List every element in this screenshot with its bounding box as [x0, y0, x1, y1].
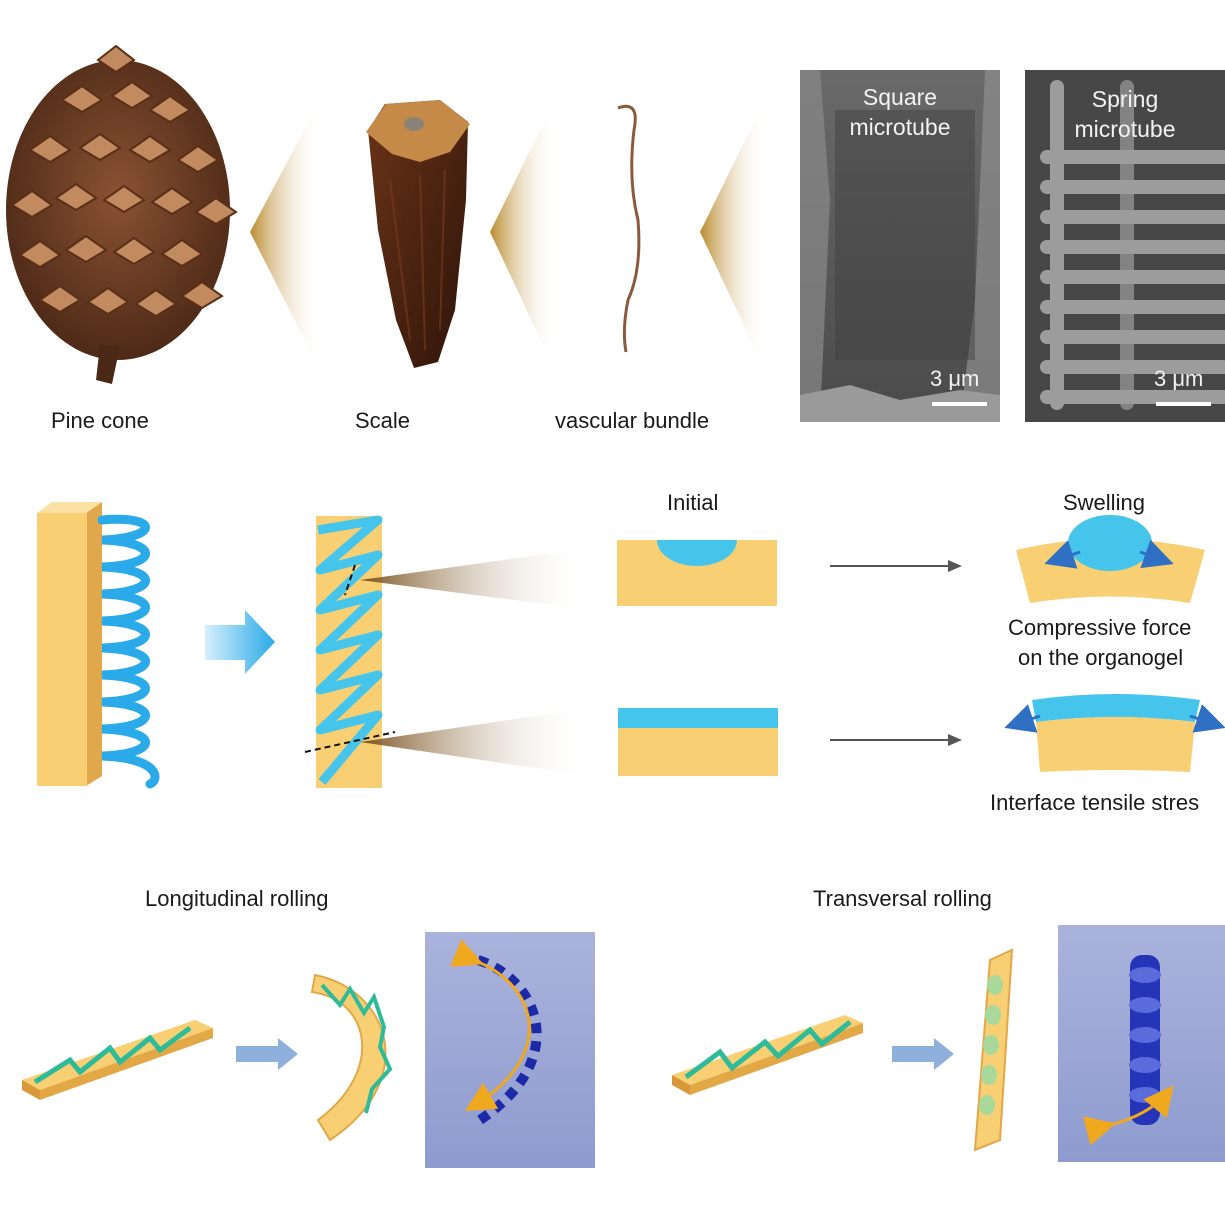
scale-label: Scale	[355, 408, 411, 433]
scale-image	[366, 100, 470, 368]
transform-arrow	[205, 610, 275, 674]
sem-spring-title: Spring microtube	[1045, 84, 1205, 144]
sem-spring-title-line2: microtube	[1074, 116, 1176, 142]
strip-with-zigzag	[304, 515, 396, 788]
initial-cross-section-circle	[617, 540, 777, 606]
interface-stress-cross-section	[1004, 694, 1225, 772]
transversal-arrow	[892, 1038, 954, 1070]
block-with-spring	[37, 502, 160, 789]
longitudinal-rolling-label: Longitudinal rolling	[145, 886, 329, 911]
longitudinal-arrow	[236, 1038, 298, 1070]
transversal-rolling-label: Transversal rolling	[813, 886, 992, 911]
sem-square-title: Square microtube	[820, 82, 980, 142]
interface-tensile-stress-label: Interface tensile stres	[990, 790, 1200, 815]
transversal-rolled-strip	[973, 948, 1014, 1152]
callout-beam-top	[360, 548, 590, 610]
compressive-force-label-line1: Compressive force	[1008, 615, 1192, 640]
sem-square-scale-bar-label: 3 μm	[930, 366, 980, 391]
vascular-bundle-label: vascular bundle	[555, 408, 710, 433]
sem-square-title-line1: Square	[862, 84, 938, 110]
sem-spring-microtube	[1025, 70, 1225, 422]
chevron-arrow-3	[700, 100, 765, 370]
sem-spring-title-line1: Spring	[1091, 86, 1159, 112]
callout-beam-bottom	[360, 708, 590, 776]
pine-cone-image	[6, 44, 238, 384]
initial-label: Initial	[667, 490, 719, 515]
process-arrowhead-top	[948, 560, 962, 572]
transversal-photo	[1058, 925, 1225, 1162]
sem-square-title-line2: microtube	[849, 114, 951, 140]
transversal-flat-strip	[672, 1015, 863, 1095]
chevron-arrow-2	[490, 100, 555, 370]
process-arrowhead-bottom	[948, 734, 962, 746]
sem-spring-scale-bar-label: 3 μm	[1154, 366, 1204, 391]
pine-cone-label: Pine cone	[51, 408, 149, 433]
longitudinal-photo	[425, 932, 595, 1168]
swelling-label: Swelling	[1063, 490, 1145, 515]
compressive-force-label-line2: on the organogel	[1018, 645, 1184, 670]
swelling-cross-section	[1016, 515, 1205, 603]
longitudinal-flat-strip	[22, 1020, 213, 1100]
longitudinal-rolled-strip	[310, 973, 393, 1142]
chevron-arrow-1	[250, 100, 320, 370]
vascular-bundle-image	[617, 104, 641, 353]
sem-square-microtube	[800, 70, 1000, 422]
initial-cross-section-layer	[618, 708, 778, 776]
